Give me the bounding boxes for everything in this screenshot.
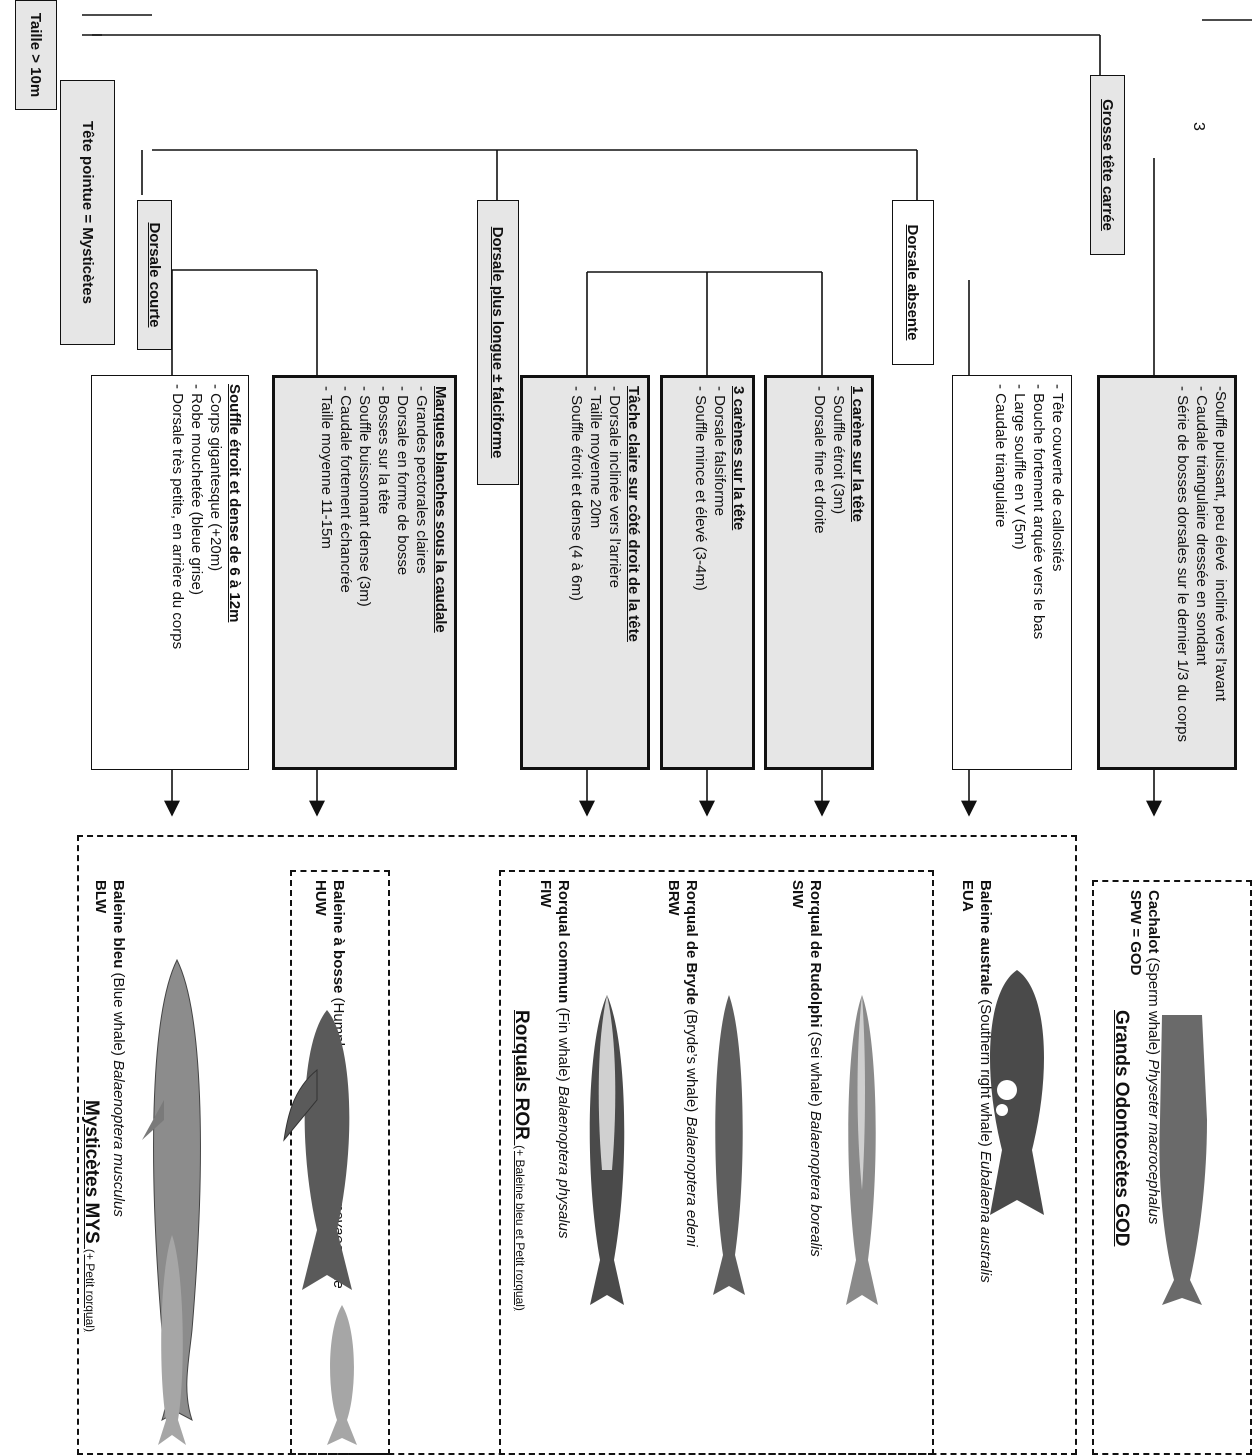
species-common: Baleine bleu	[110, 880, 127, 968]
ror-title: Rorquals ROR	[511, 1010, 532, 1140]
criteria-title-huw: Marques blanches sous la caudale	[431, 386, 450, 759]
species-latin: Balaenoptera edeni	[683, 1116, 700, 1246]
criteria-line: - Robe mouchetée (bleue grise)	[187, 384, 206, 761]
criteria-line: - Tête couverte de callosités	[1048, 384, 1067, 761]
criteria-line: - Dorsale falsiforme	[710, 386, 729, 759]
criteria-line: - Série de bosses dorsales sur le dernie…	[1173, 386, 1192, 759]
criteria-line: - Caudale fortement échancrée	[336, 386, 355, 759]
criteria-line: - Souffle étroit et dense (4 à 6m)	[567, 386, 586, 759]
dorsale-courte-box: Dorsale courte	[137, 200, 172, 350]
species-code: SIW	[789, 880, 806, 908]
species-english: (Fin whale)	[555, 1003, 572, 1086]
criteria-box-eua: - Tête couverte de callosités - Bouche f…	[952, 375, 1072, 770]
species-code: SPW = GOD	[1127, 890, 1144, 975]
species-code: BRW	[665, 880, 682, 916]
criteria-line: - Bouche fortement arquée vers le bas	[1029, 384, 1048, 761]
species-code: FIW	[537, 880, 554, 908]
criteria-line: - Taille moyenne 20m	[586, 386, 605, 759]
criteria-title-fiw: Tâche claire sur côté droit de la tête	[624, 386, 643, 759]
criteria-line: - Dorsale en forme de bosse	[393, 386, 412, 759]
species-code: HUW	[312, 880, 329, 916]
root-size-box: Taille > 10m	[15, 0, 57, 110]
species-common: Cachalot	[1145, 890, 1162, 953]
species-english: (Bryde’s whale)	[683, 1005, 700, 1116]
page-number: 3	[1189, 122, 1207, 131]
blue-whale-silhouette	[152, 1230, 192, 1450]
criteria-line: - Dorsale très petite, en arrière du cor…	[168, 384, 187, 761]
species-label-brw: Rorqual de Bryde (Bryde’s whale) Balaeno…	[664, 880, 700, 1440]
species-code: EUA	[959, 880, 976, 912]
species-common: Baleine à bosse	[330, 880, 347, 993]
species-label-blw: Baleine bleu (Blue whale) Balaenoptera m…	[91, 880, 127, 1440]
criteria-title-brw: 3 carènes sur la tête	[729, 386, 748, 759]
criteria-line: - Grandes pectorales claires	[412, 386, 431, 759]
criteria-title-siw: 1 carène sur la tête	[848, 386, 867, 759]
criteria-box-god: -Souffle puissant, peu élevé incliné ver…	[1097, 375, 1237, 770]
criteria-line: - Dorsale fine et droite	[810, 386, 829, 759]
species-english: (Blue whale)	[110, 968, 127, 1060]
brydes-whale-illustration	[702, 990, 757, 1300]
criteria-line: - Dorsale inclinée vers l'arrière	[605, 386, 624, 759]
criteria-line: - Corps gigantesque (+20m)	[206, 384, 225, 761]
mysticetes-box: Tête pointue = Mysticètes	[60, 80, 115, 345]
criteria-title-blw: Souffle étroit et dense de 6 à 12m	[225, 384, 244, 761]
sei-whale-illustration	[832, 990, 892, 1310]
criteria-line: - Souffle buissonnant dense (3m)	[355, 386, 374, 759]
criteria-line: - Large souffle en V (5m)	[1010, 384, 1029, 761]
sperm-whale-illustration	[1142, 1010, 1222, 1310]
humpback-whale-illustration	[282, 1000, 372, 1300]
criteria-box-fiw: Tâche claire sur côté droit de la tête -…	[520, 375, 650, 770]
species-code: BLW	[92, 880, 109, 913]
species-latin: Balaenoptera borealis	[807, 1111, 824, 1257]
group-title-ror: Rorquals ROR (+ Baleine bleu et Petit ro…	[510, 1010, 532, 1311]
criteria-line: - Souffle mince et élevé (3-4m)	[691, 386, 710, 759]
species-common: Rorqual commun	[555, 880, 572, 1003]
criteria-line: - Souffle étroit (3m)	[829, 386, 848, 759]
fin-whale-illustration	[572, 990, 642, 1310]
criteria-line: - Bosses sur la tête	[374, 386, 393, 759]
species-common: Rorqual de Rudolphi	[807, 880, 824, 1028]
criteria-box-siw: 1 carène sur la tête - Souffle étroit (3…	[764, 375, 874, 770]
species-latin: Balaenoptera physalus	[555, 1086, 572, 1239]
ror-note: (+ Baleine bleu et Petit rorqual)	[513, 1145, 527, 1311]
southern-right-whale-illustration	[972, 960, 1062, 1220]
species-english: (Sei whale)	[807, 1028, 824, 1111]
dorsale-absente-box: Dorsale absente	[892, 200, 934, 365]
criteria-line: -Souffle puissant, peu élevé incliné ver…	[1211, 386, 1230, 759]
species-label-siw: Rorqual de Rudolphi (Sei whale) Balaenop…	[788, 880, 824, 1440]
humpback-whale-silhouette	[312, 1300, 372, 1450]
criteria-line: - Caudale triangulaire	[991, 384, 1010, 761]
odontocetes-box: Grosse tête carrée	[1090, 75, 1125, 255]
species-latin: Balaenoptera musculus	[110, 1060, 127, 1217]
species-common: Rorqual de Bryde	[683, 880, 700, 1005]
species-label-fiw: Rorqual commun (Fin whale) Balaenoptera …	[536, 880, 572, 1440]
dorsale-longue-box: Dorsale plus longue ± falciforme	[477, 200, 519, 485]
criteria-box-huw: Marques blanches sous la caudale - Grand…	[272, 375, 457, 770]
criteria-box-blw: Souffle étroit et dense de 6 à 12m - Cor…	[91, 375, 249, 770]
criteria-line: - Taille moyenne 11-15m	[317, 386, 336, 759]
criteria-box-brw: 3 carènes sur la tête - Dorsale falsifor…	[660, 375, 755, 770]
criteria-line: - Caudale triangulaire dressée en sondan…	[1192, 386, 1211, 759]
